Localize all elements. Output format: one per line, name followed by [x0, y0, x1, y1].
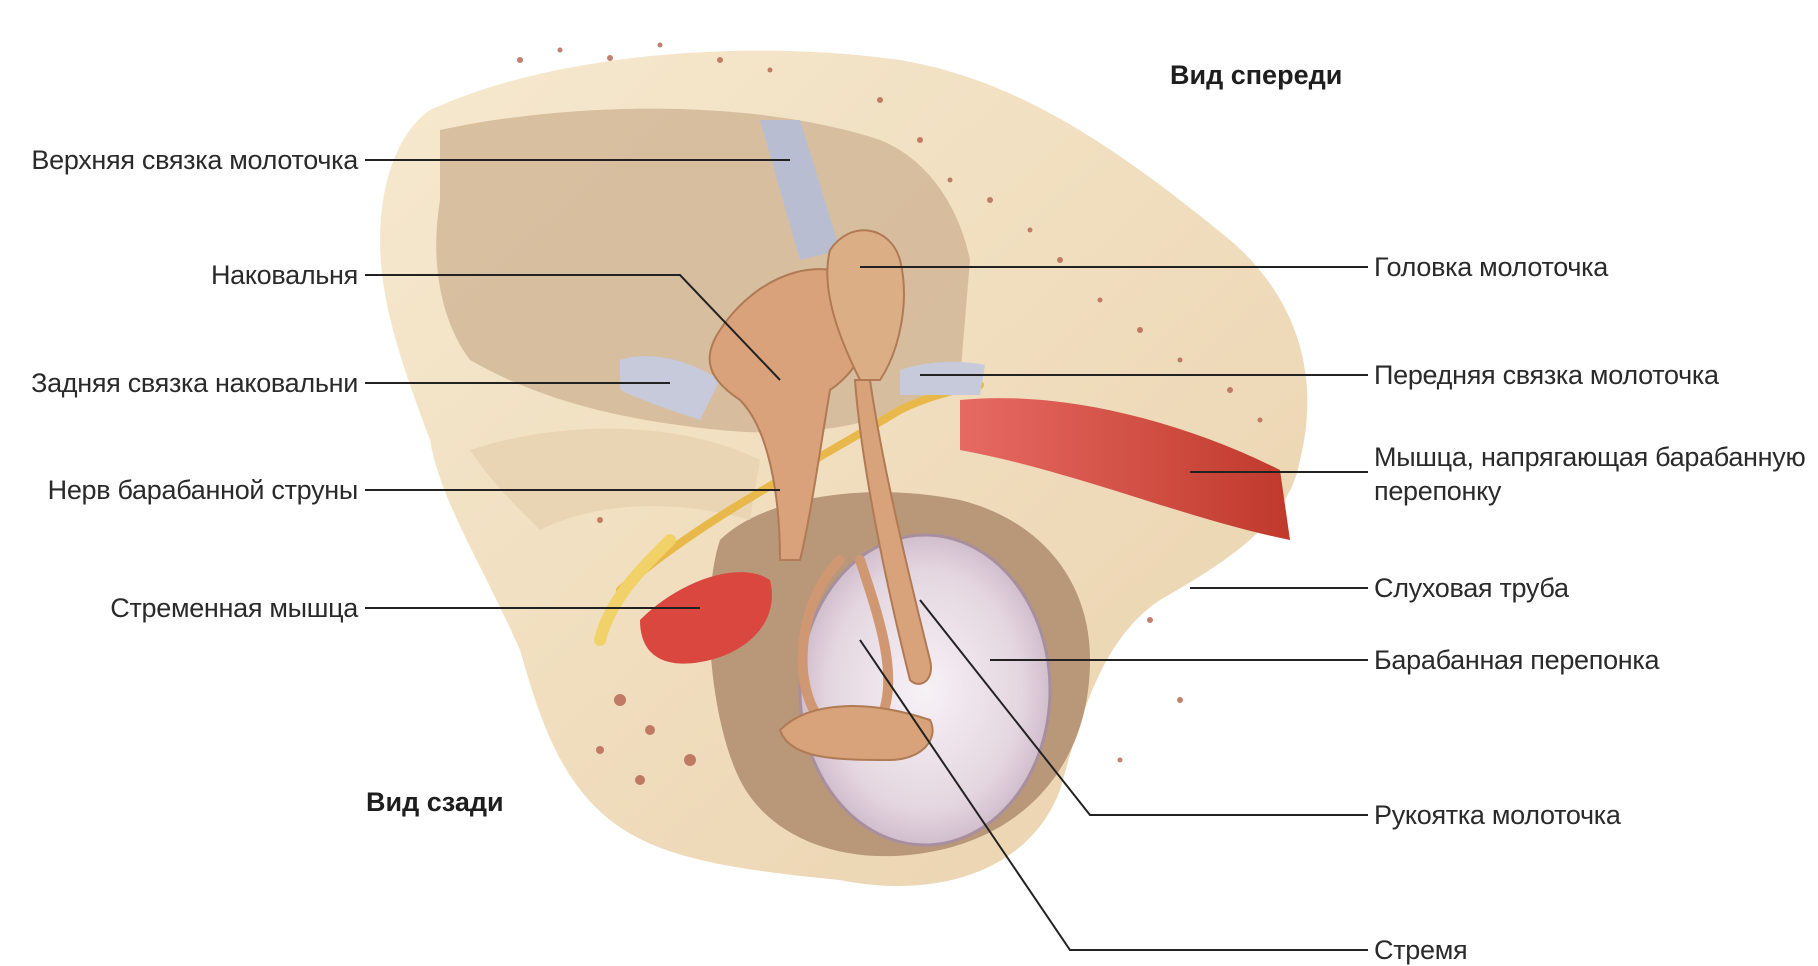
label-tensor-tympani-line1: Мышца, напрягающая барабанную [1374, 442, 1805, 473]
label-incus: Наковальня [211, 260, 358, 291]
label-malleus-head: Головка молоточка [1374, 252, 1608, 283]
label-posterior-incus-ligament: Задняя связка наковальни [31, 368, 358, 399]
label-stapedius-muscle: Стременная мышца [110, 593, 358, 624]
label-eustachian-tube: Слуховая труба [1374, 573, 1569, 604]
front-view-title: Вид спереди [1170, 60, 1342, 91]
label-tensor-tympani-line2: перепонку [1374, 476, 1501, 507]
label-chorda-tympani-nerve: Нерв барабанной струны [48, 475, 358, 506]
label-stapes: Стремя [1374, 935, 1467, 966]
tympanic-membrane [800, 535, 1050, 845]
label-malleus-handle: Рукоятка молоточка [1374, 800, 1621, 831]
label-superior-malleus-ligament: Верхняя связка молоточка [31, 145, 358, 176]
label-anterior-malleus-ligament: Передняя связка молоточка [1374, 360, 1719, 391]
back-view-title: Вид сзади [366, 787, 504, 818]
anterior-malleus-ligament [900, 362, 985, 395]
label-tympanic-membrane: Барабанная перепонка [1374, 645, 1659, 676]
